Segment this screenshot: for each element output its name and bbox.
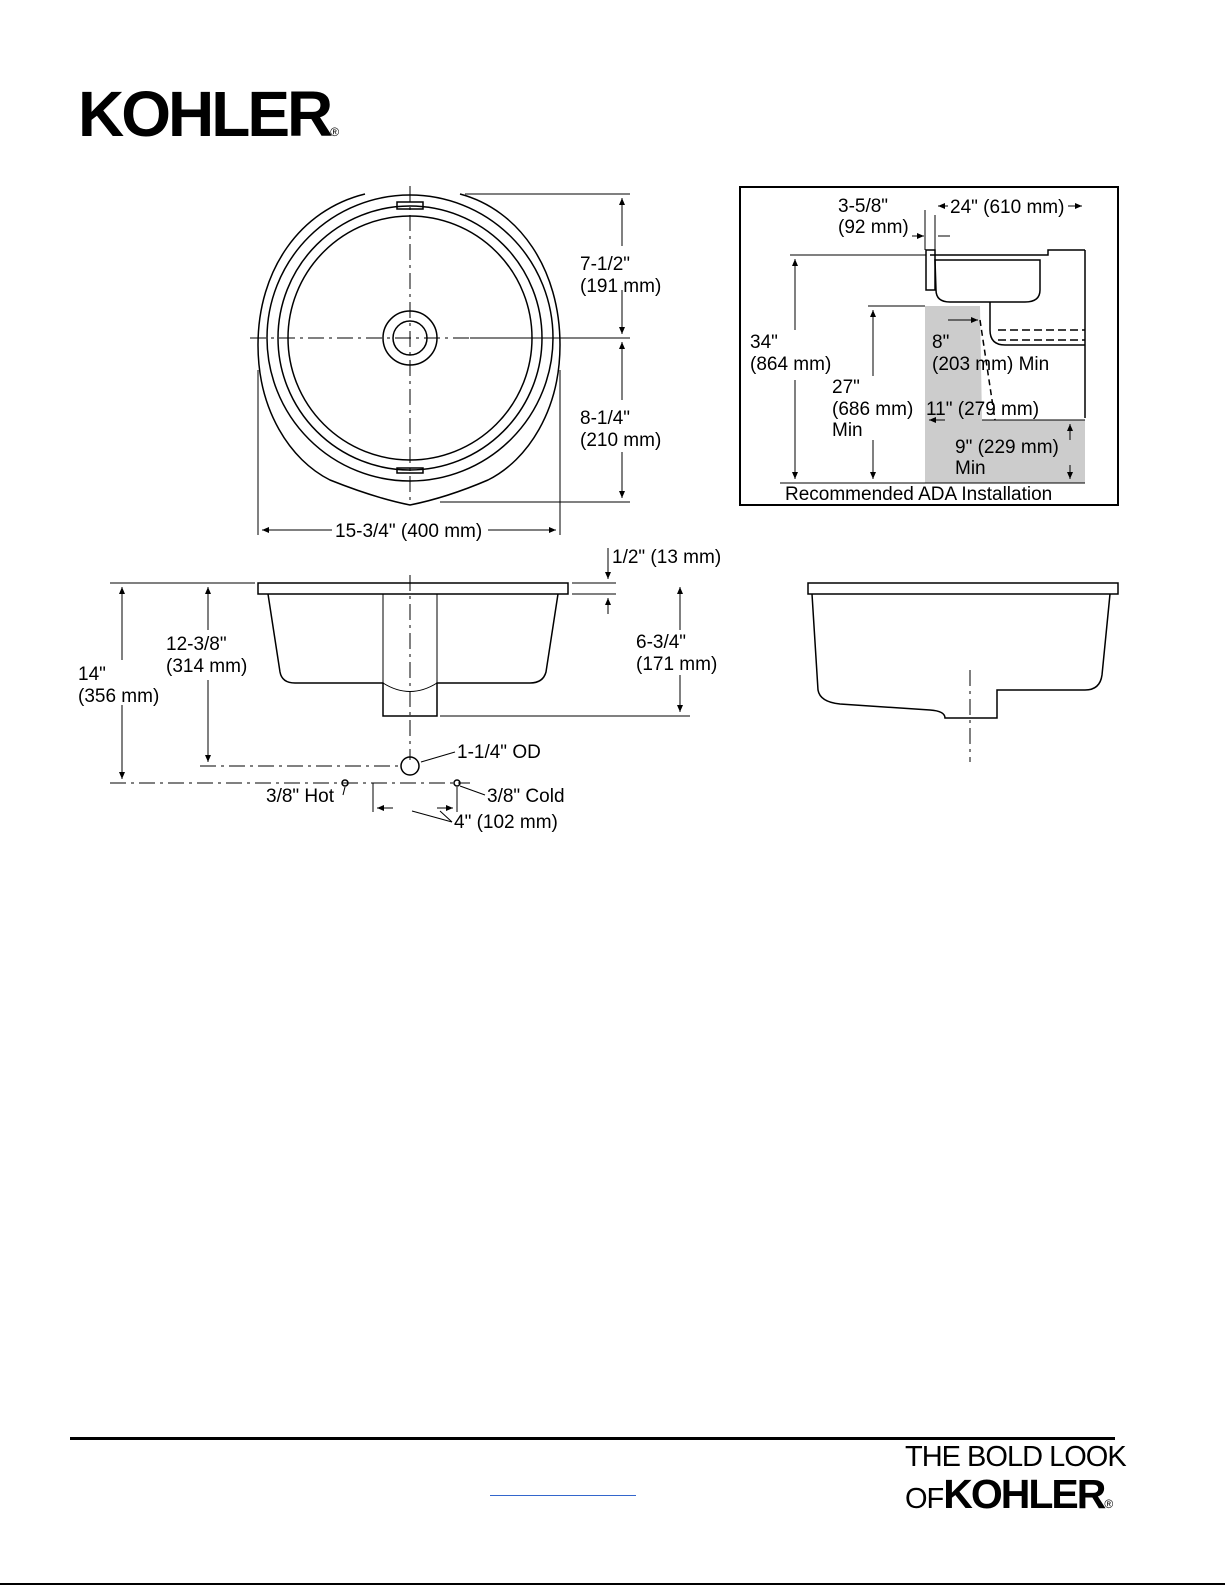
ada-installation-diagram: 3-5/8" (92 mm) 24" (610 mm) 34" (864 mm)…	[739, 186, 1119, 506]
drain-pipe	[989, 302, 1085, 346]
footer-rule	[70, 1437, 1115, 1440]
ada-rim-height-in: 34"	[750, 332, 778, 353]
ada-frame	[739, 186, 1119, 506]
ada-bowl	[934, 259, 1041, 303]
tagline-line1: THE BOLD LOOK	[905, 1441, 1127, 1473]
ada-rim-height-mm: (864 mm)	[750, 354, 831, 375]
dim-bowl-depth-mm: (171 mm)	[636, 654, 717, 675]
dim-lower-mm: (210 mm)	[580, 430, 661, 451]
overflow-slot-bottom	[396, 467, 424, 474]
ada-knee-depth-in: 8"	[932, 332, 949, 353]
ada-depth: 24" (610 mm)	[950, 197, 1064, 218]
side-view	[807, 582, 1119, 762]
footer-tagline: THE BOLD LOOK OFKOHLER®	[905, 1441, 1127, 1515]
sink-outline	[257, 193, 561, 506]
dim-total-height-mm: (356 mm)	[78, 686, 159, 707]
side-rim	[807, 582, 1119, 595]
ada-knee-depth-mm: (203 mm) Min	[932, 354, 1049, 375]
overflow-slot-top	[396, 201, 424, 210]
label-cold: 3/8" Cold	[487, 786, 565, 807]
dim-lower-in: 8-1/4"	[580, 408, 630, 429]
dim-drain-height-mm: (314 mm)	[166, 656, 247, 677]
knee-clearance-area	[925, 306, 1085, 483]
tagline-of: OF	[905, 1483, 944, 1515]
ada-offset-in: 3-5/8"	[838, 196, 888, 217]
page-bottom-border	[0, 1583, 1225, 1585]
top-view	[250, 186, 630, 535]
front-section-view	[110, 548, 690, 823]
ada-caption: Recommended ADA Installation	[785, 484, 1052, 505]
label-spacing: 4" (102 mm)	[454, 812, 558, 833]
dim-width: 15-3/4" (400 mm)	[335, 521, 482, 542]
registered-mark: ®	[330, 125, 340, 139]
dim-drain-height-in: 12-3/8"	[166, 634, 227, 655]
dim-total-height-in: 14"	[78, 664, 106, 685]
ada-toe-depth: 11" (279 mm)	[926, 399, 1039, 420]
tagline-brand: KOHLER	[943, 1471, 1106, 1517]
tagline-line2: OFKOHLER®	[905, 1474, 1126, 1515]
front-rim	[257, 582, 569, 595]
dim-upper-in: 7-1/2"	[580, 254, 630, 275]
side-bowl	[811, 593, 1111, 719]
wall-bracket	[925, 249, 936, 291]
ada-offset-mm: (92 mm)	[838, 217, 909, 238]
front-bowl	[267, 593, 559, 717]
ada-toe-height: 9" (229 mm)	[955, 437, 1059, 458]
logo-text: KOHLER	[78, 78, 333, 150]
knee-slope	[979, 319, 996, 421]
ada-knee-height-mm: (686 mm)	[832, 399, 913, 420]
counter-top	[930, 249, 1085, 256]
ada-toe-height-min: Min	[955, 458, 986, 479]
label-hot: 3/8" Hot	[266, 786, 335, 807]
ada-knee-height-in: 27"	[832, 377, 860, 398]
dim-upper-mm: (191 mm)	[580, 276, 661, 297]
ada-knee-height-min: Min	[832, 420, 863, 441]
dim-bowl-depth-in: 6-3/4"	[636, 632, 686, 653]
kohler-logo: KOHLER®	[78, 82, 339, 146]
drain-outlet	[400, 756, 420, 776]
footer-link-underline[interactable]	[490, 1495, 636, 1496]
dim-rim-thickness: 1/2" (13 mm)	[612, 547, 721, 568]
tagline-registered-mark: ®	[1104, 1497, 1114, 1511]
label-drain-od: 1-1/4" OD	[457, 742, 541, 763]
